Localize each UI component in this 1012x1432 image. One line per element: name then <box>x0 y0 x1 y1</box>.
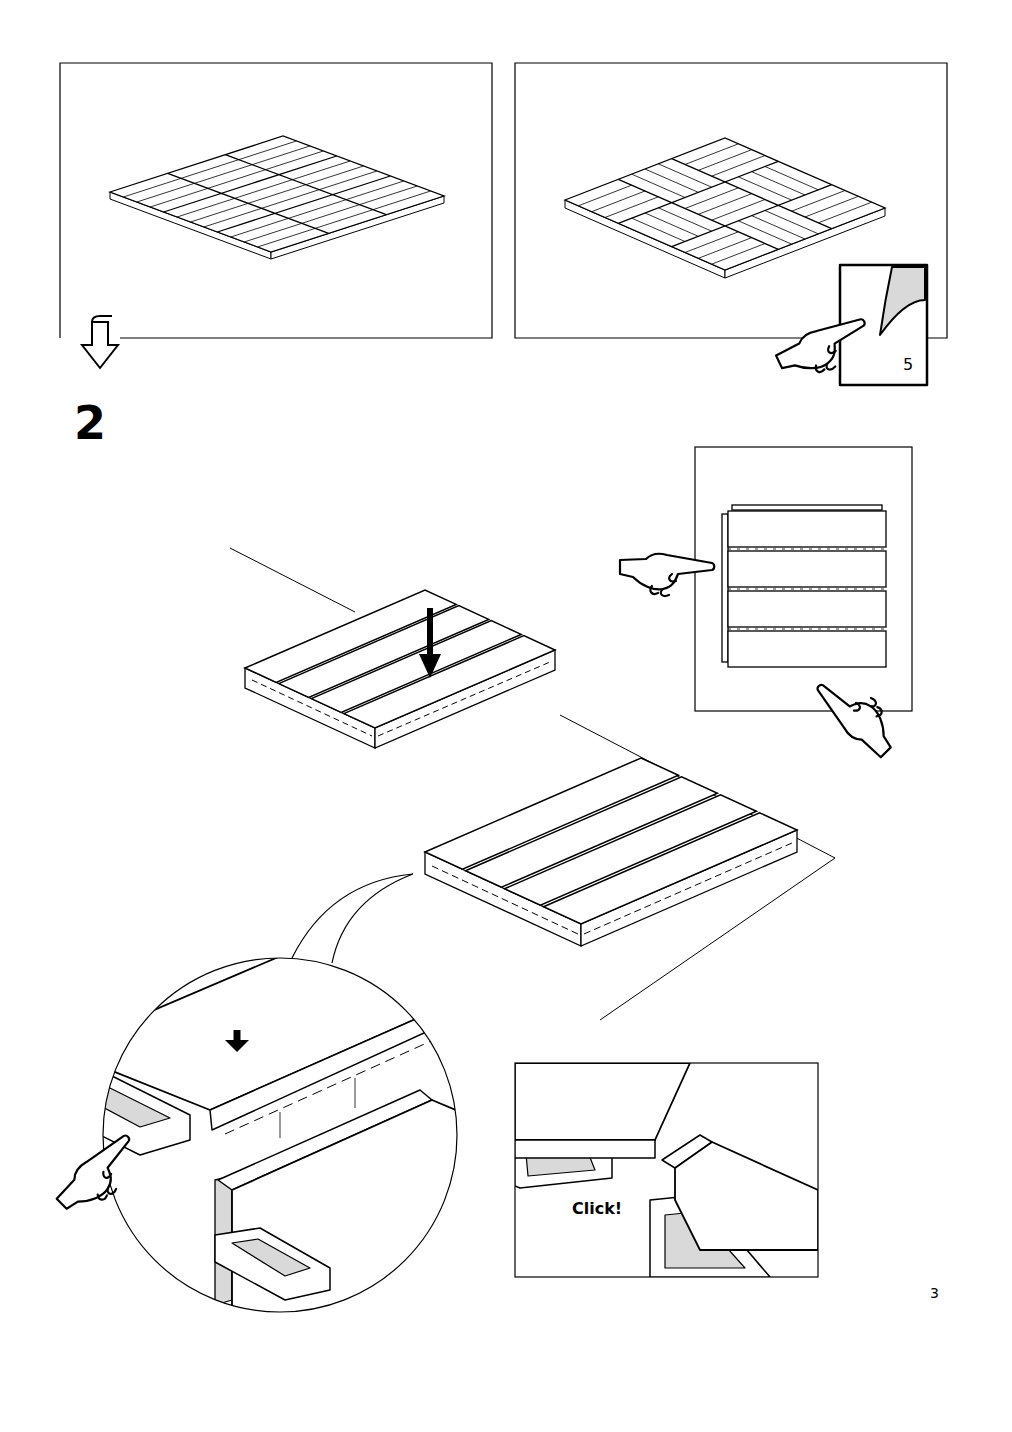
label-holder: Click! <box>570 1199 624 1218</box>
page-reference: 5 <box>901 355 915 374</box>
label-holder: 3 <box>928 1284 941 1302</box>
step-number: 2 <box>72 396 108 450</box>
page-number: 3 <box>928 1285 941 1301</box>
label-holder: 5 <box>901 355 915 374</box>
label-holder: 2 <box>72 396 108 450</box>
sound-cue: Click! <box>570 1199 624 1218</box>
